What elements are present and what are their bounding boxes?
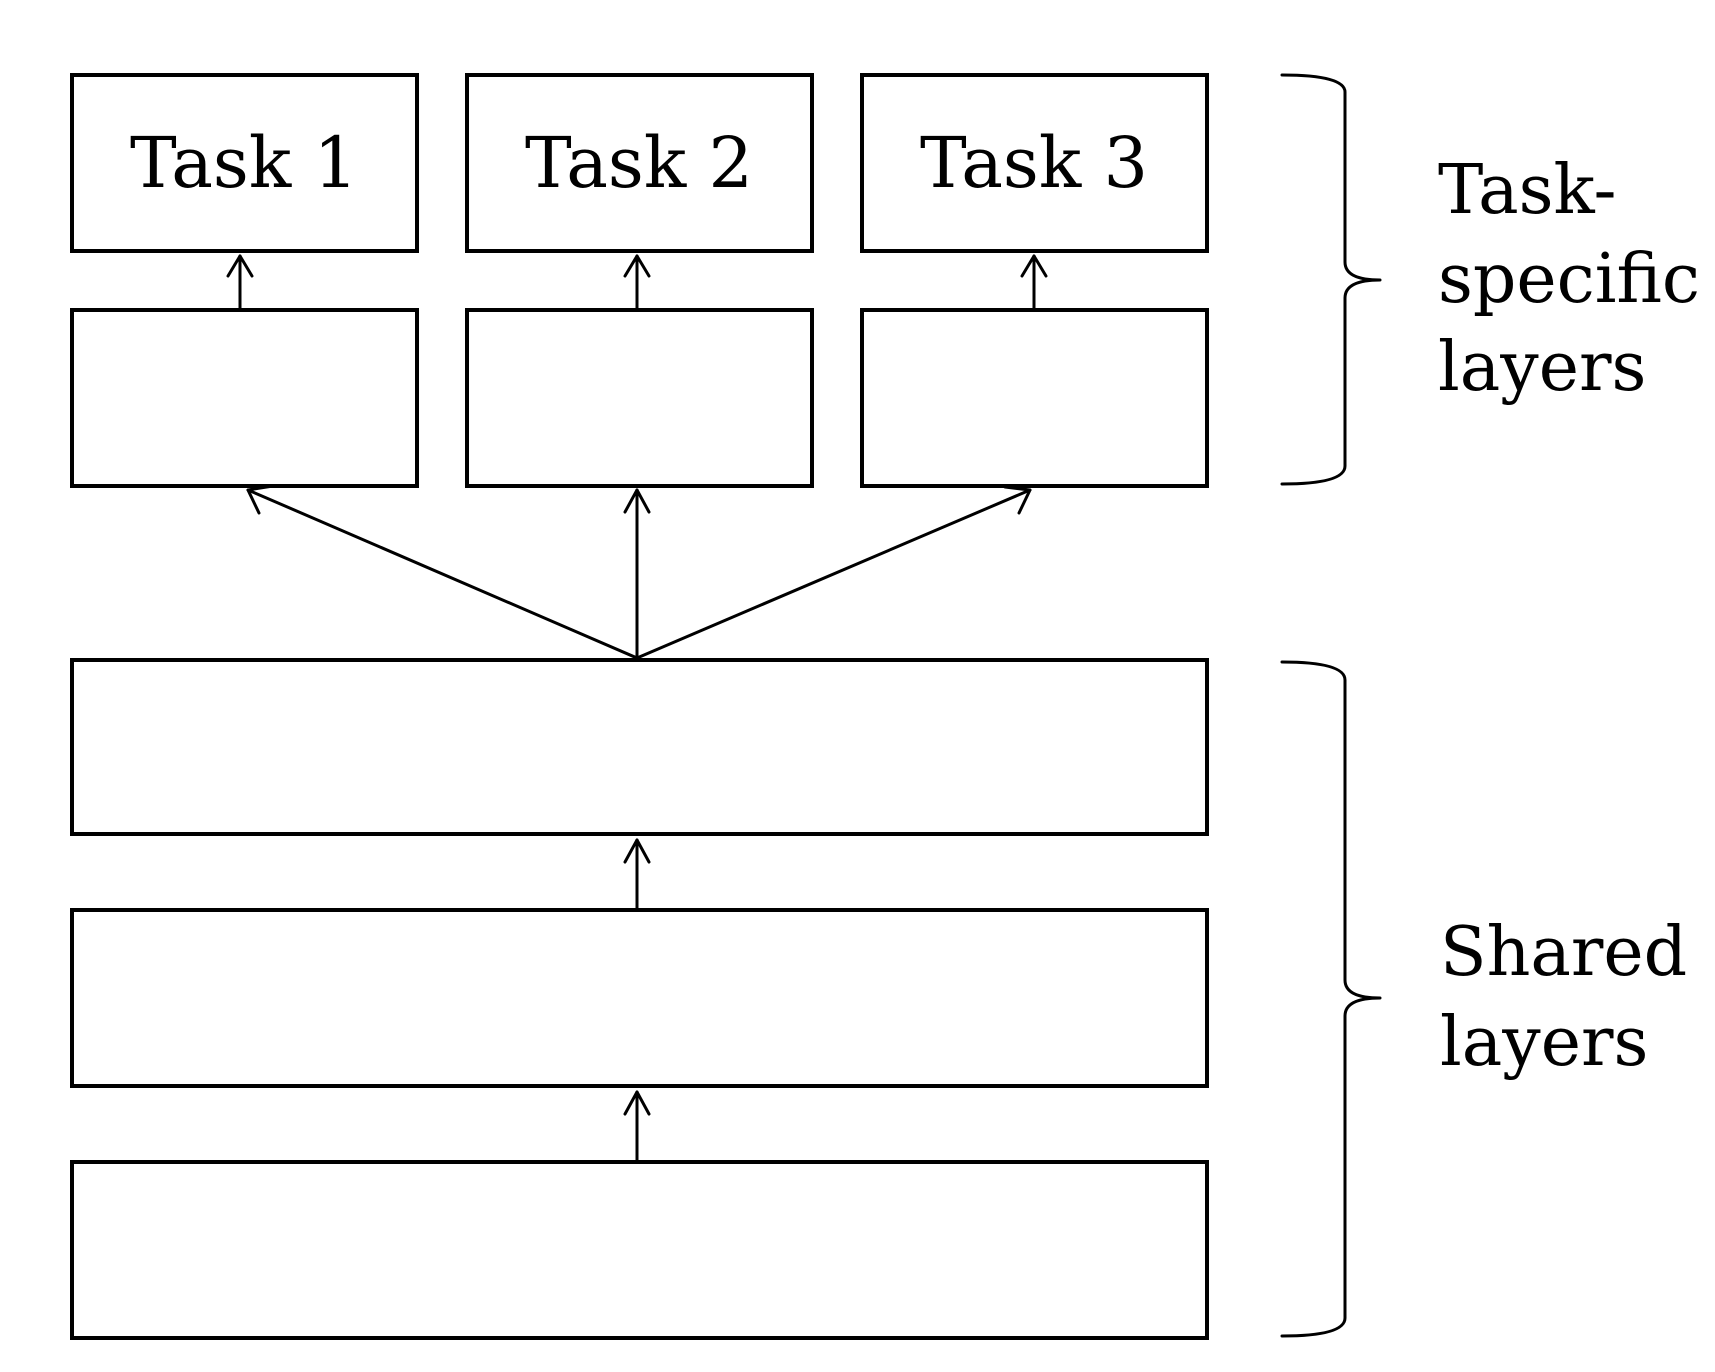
task-specific-label-line-1: Task- xyxy=(1438,151,1617,230)
shared-layers-label: Shared layers xyxy=(1440,913,1687,1082)
arrow-task-1 xyxy=(226,254,254,312)
shared-brace xyxy=(1280,660,1382,1338)
task-1-box xyxy=(70,73,419,253)
task-specific-brace xyxy=(1280,73,1382,486)
shared-layer-middle xyxy=(70,908,1209,1088)
task-specific-layer-boxes xyxy=(70,308,1209,488)
shared-label-line-1: Shared xyxy=(1440,913,1687,992)
task-1-specific-layer xyxy=(70,308,419,488)
task-2-specific-layer xyxy=(465,308,814,488)
task-2-label: Task 2 xyxy=(525,122,753,204)
task-2-box xyxy=(465,73,814,253)
arrow-shared-bottom-to-middle xyxy=(623,1090,651,1164)
task-output-boxes: Task 1 Task 2 Task 3 xyxy=(70,73,1209,253)
arrow-shared-middle-to-top xyxy=(623,838,651,912)
task-3-label: Task 3 xyxy=(920,122,1148,204)
task-arrows xyxy=(226,254,1048,312)
shared-arrows xyxy=(623,838,651,1164)
arrow-shared-to-task-2 xyxy=(623,488,651,660)
task-specific-layers-label: Task- specific layers xyxy=(1438,151,1700,407)
task-3-box xyxy=(860,73,1209,253)
task-specific-label-line-2: specific xyxy=(1438,240,1700,319)
arrow-task-2 xyxy=(623,254,651,312)
shared-layer-bottom xyxy=(70,1160,1209,1340)
arrow-shared-to-task-3 xyxy=(635,485,1032,660)
shared-label-line-2: layers xyxy=(1440,1003,1648,1082)
task-3-specific-layer xyxy=(860,308,1209,488)
arrow-task-3 xyxy=(1020,254,1048,312)
shared-layer-top xyxy=(70,658,1209,836)
fanout-arrows xyxy=(246,484,1032,660)
arrow-shared-to-task-1 xyxy=(246,484,639,660)
shared-layer-boxes xyxy=(70,658,1209,1340)
task-specific-label-line-3: layers xyxy=(1438,328,1646,407)
task-1-label: Task 1 xyxy=(130,122,358,204)
